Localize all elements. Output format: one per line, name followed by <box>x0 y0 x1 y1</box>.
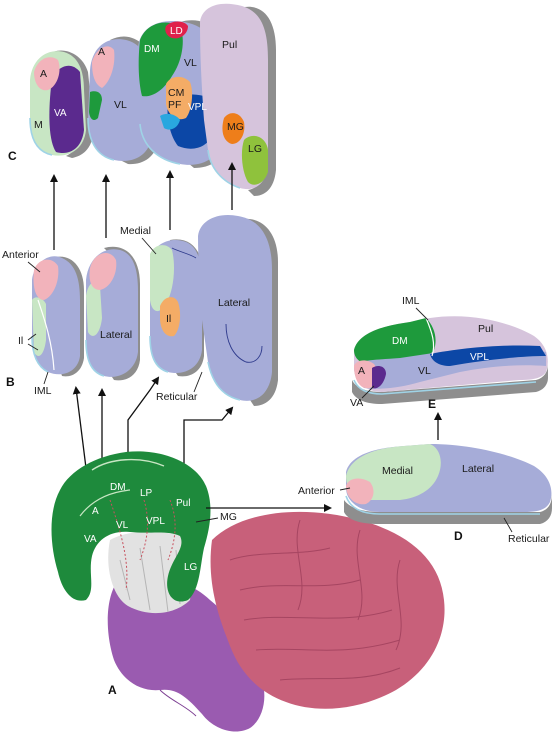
c-label-vl2: VL <box>184 57 197 69</box>
panel-label-d: D <box>454 529 463 543</box>
b-label-lateral1: Lateral <box>100 329 132 341</box>
c-label-lg: LG <box>248 143 262 155</box>
e-label-dm: DM <box>392 336 408 347</box>
b-reticular-leader <box>193 371 203 393</box>
d-label-anterior: Anterior <box>298 485 335 497</box>
e-dm-region <box>354 318 436 364</box>
c3-cm-pf-region <box>166 76 193 120</box>
b-label-lateral2: Lateral <box>218 297 250 309</box>
row-b: Anterior Il IML Lateral Medial Il Reticu… <box>2 214 278 406</box>
e-label-vl: VL <box>418 365 431 377</box>
e-label-a: A <box>358 365 365 377</box>
c2-dm-edge <box>89 91 102 120</box>
b2-medial-edge <box>86 281 102 336</box>
c4-mg-region <box>222 113 245 144</box>
panel-d: Anterior Medial Lateral Reticular D <box>298 444 552 545</box>
e-label-iml: IML <box>402 295 420 307</box>
slice-c4 <box>200 3 276 196</box>
c3-vpm-region <box>160 113 180 130</box>
slice-b4 <box>198 214 278 406</box>
panel-a-brain: DM LP Pul A VL VPL VA MG LG A <box>51 451 445 732</box>
e-anterior-region <box>354 360 378 389</box>
c1-va-region <box>49 65 84 154</box>
c2-anterior-region <box>92 46 115 88</box>
a-label-va: VA <box>84 534 97 545</box>
b3-medial-region <box>150 245 174 312</box>
panel-label-c: C <box>8 149 17 163</box>
d-label-lateral: Lateral <box>462 463 494 475</box>
arrow-a-b3 <box>127 376 160 470</box>
e-va-region <box>372 366 386 389</box>
slice-b1 <box>31 256 84 377</box>
e-label-va: VA <box>350 397 363 409</box>
b-il-leader <box>27 333 39 351</box>
slice-b3 <box>149 239 204 377</box>
row-c: A M VA A VL LD DM VL CM PF VPL Pul MG LG… <box>8 3 276 196</box>
b-anterior-leader <box>27 261 41 273</box>
a-label-lg: LG <box>184 562 198 573</box>
cerebellum <box>210 511 445 709</box>
b-label-il2: Il <box>166 313 171 325</box>
c-label-vpl: VPL <box>188 102 207 113</box>
c-label-va: VA <box>54 108 67 119</box>
c-label-mg: MG <box>227 121 244 133</box>
arrow-a-b4 <box>183 406 234 476</box>
a-label-lp: LP <box>140 488 153 499</box>
panel-label-b: B <box>6 375 15 389</box>
e-label-pul: Pul <box>478 323 493 335</box>
d-label-medial: Medial <box>382 465 413 477</box>
c-label-vl1: VL <box>114 99 127 111</box>
b2-anterior-region <box>89 253 117 290</box>
c1-anterior-region <box>34 57 60 91</box>
c-label-cm: CM <box>168 87 184 99</box>
b-label-anterior: Anterior <box>2 249 39 261</box>
c-label-ld: LD <box>170 26 183 37</box>
panel-e: IML DM Pul VPL A VL VA E <box>350 295 548 411</box>
b4-lateral-region <box>198 214 272 401</box>
slice-b2 <box>85 246 140 381</box>
slice-c1 <box>29 50 94 158</box>
a-label-mg: MG <box>220 511 237 523</box>
e-label-vpl: VPL <box>470 352 489 363</box>
e-iml-leader <box>415 307 429 321</box>
d-anterior-region <box>346 478 374 505</box>
b1-anterior-region <box>33 259 59 300</box>
c4-lg-region <box>241 135 268 185</box>
c3-ld-region <box>165 21 188 39</box>
a-label-vl: VL <box>116 520 129 531</box>
b-label-medial: Medial <box>120 225 151 237</box>
d-anterior-leader <box>339 487 351 491</box>
d-label-reticular: Reticular <box>508 533 550 545</box>
a-mg-leader <box>195 517 219 523</box>
c3-dm-region <box>138 22 183 97</box>
c-label-pf: PF <box>168 99 181 111</box>
c-label-dm: DM <box>144 44 160 55</box>
b-label-reticular: Reticular <box>156 391 198 403</box>
arrows-b-to-c <box>50 162 236 250</box>
thalamus <box>51 451 211 602</box>
c-label-a1: A <box>40 68 47 80</box>
a-label-dm: DM <box>110 482 126 493</box>
c-label-a2: A <box>98 46 105 58</box>
d-reticular-leader <box>503 517 513 533</box>
panel-label-e: E <box>428 397 436 411</box>
b-label-iml: IML <box>34 385 52 397</box>
c-label-m: M <box>34 119 43 131</box>
b-label-il: Il <box>18 335 23 347</box>
e-vpl-region <box>430 345 546 366</box>
a-label-pul: Pul <box>176 498 190 509</box>
panel-label-a: A <box>108 683 117 697</box>
c-label-pul: Pul <box>222 39 237 51</box>
a-label-vpl: VPL <box>146 516 165 527</box>
a-label-a: A <box>92 506 99 517</box>
e-va-leader <box>361 385 375 399</box>
b3-intralaminar-region <box>160 297 181 337</box>
b-iml-leader <box>43 371 49 385</box>
b-medial-leader <box>141 237 157 255</box>
